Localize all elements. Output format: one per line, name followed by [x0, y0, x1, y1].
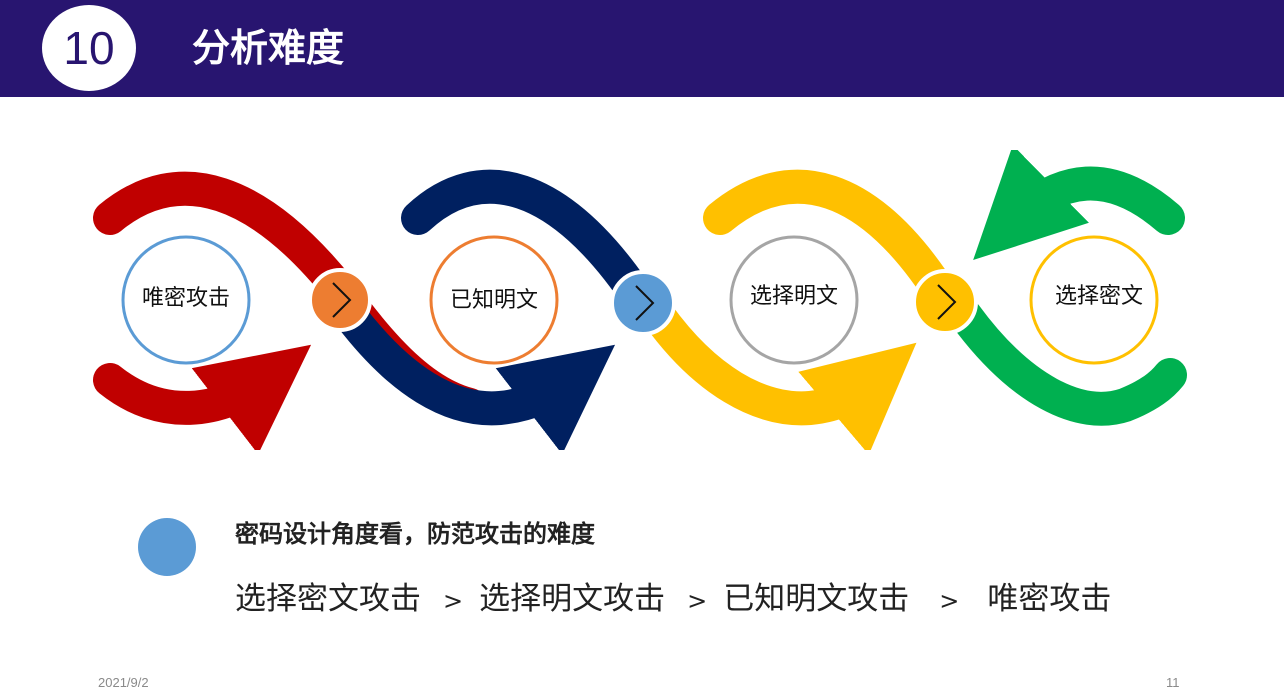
stage-1-ring: [121, 235, 251, 365]
order-separator: >: [443, 587, 464, 615]
order-item-3: 已知明文攻击: [723, 581, 910, 617]
order-item-4: 唯密攻击: [987, 581, 1112, 617]
bullet-heading: 密码设计角度看，防范攻击的难度: [235, 520, 595, 548]
order-item-1: 选择密文攻击: [235, 581, 421, 617]
stage-3-label: 选择明文: [749, 284, 838, 309]
stage-1-label: 唯密攻击: [141, 286, 230, 311]
difficulty-order: 选择密文攻击 > 选择明文攻击 > 已知明文攻击 > 唯密攻击: [235, 578, 1111, 622]
attack-flow-diagram: [93, 150, 1187, 450]
stage-4-ribbon: [948, 150, 1187, 426]
connector-1: [308, 268, 372, 332]
chevron-right-icon: [937, 284, 957, 320]
chevron-right-icon: [332, 282, 352, 318]
header-bar: [0, 0, 1284, 97]
stage-3-ribbon: [641, 169, 962, 450]
page-title: 分析难度: [192, 26, 345, 70]
stage-2-label: 已知明文: [449, 288, 538, 313]
order-separator: >: [939, 587, 960, 615]
chevron-right-icon: [635, 285, 655, 321]
stage-3-ring: [729, 235, 859, 365]
footer-page-number: 11: [1166, 675, 1180, 690]
connector-3: [912, 269, 978, 335]
section-number-badge: 10: [42, 5, 136, 91]
order-separator: >: [687, 587, 708, 615]
stage-2-ribbon: [335, 169, 657, 450]
stage-4-ring: [1029, 235, 1159, 365]
stage-2-ring: [429, 235, 559, 365]
bullet-dot: [138, 518, 196, 576]
footer-date: 2021/9/2: [98, 675, 149, 690]
stage-4-label: 选择密文: [1054, 284, 1143, 309]
order-item-2: 选择明文攻击: [479, 581, 666, 617]
connector-2: [610, 270, 676, 336]
